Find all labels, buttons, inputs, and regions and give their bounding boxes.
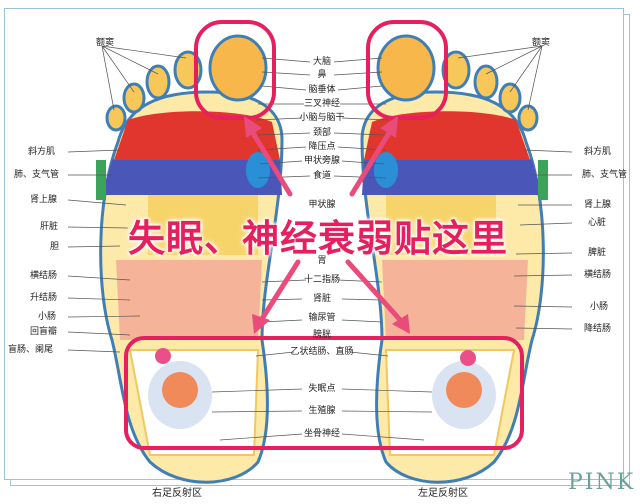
left-toe-4 xyxy=(498,82,522,114)
watermark: PINK xyxy=(568,470,636,495)
label-lung-left: 肺、支气管 xyxy=(14,170,60,180)
left-toe-highlight xyxy=(366,20,448,120)
right-green-strip xyxy=(96,160,106,200)
right-intestine-zone xyxy=(116,260,262,340)
label-cecum-appendix: 盲肠、阑尾 xyxy=(8,345,54,355)
label-parathyroid: 甲状旁腺 xyxy=(303,156,341,166)
left-big-toe xyxy=(376,34,436,102)
right-yellow-zone xyxy=(148,195,258,255)
left-heel-inner xyxy=(446,372,482,408)
label-sciatic: 坐骨神经 xyxy=(303,429,341,439)
right-heel-inner xyxy=(162,372,198,408)
footer-left-foot: 左足反射区 xyxy=(418,488,468,499)
label-kidney: 肾脏 xyxy=(312,294,332,304)
left-blue-blob xyxy=(374,152,398,188)
label-insomnia-point: 失眠点 xyxy=(308,384,336,394)
label-duodenum: 十二指肠 xyxy=(303,275,341,285)
label-adrenal-left: 肾上腺 xyxy=(30,195,58,205)
label-heart: 心脏 xyxy=(588,218,607,228)
heel-highlight xyxy=(124,336,524,450)
right-blue-blob xyxy=(246,152,270,188)
pointer-arrows xyxy=(244,116,410,334)
left-toe-3 xyxy=(473,64,499,100)
label-brain: 大脑 xyxy=(312,57,332,67)
label-thyroid: 甲状腺 xyxy=(308,200,336,210)
main-title: 失眠、神经衰弱贴这里 xyxy=(128,217,508,260)
right-foot-drawing xyxy=(96,34,284,484)
left-green-strip xyxy=(538,160,548,200)
right-dot-pink xyxy=(155,348,171,364)
label-trigeminal: 三叉神经 xyxy=(303,99,341,109)
label-ascending-colon: 升结肠 xyxy=(30,293,58,303)
footer-right-foot: 右足反射区 xyxy=(152,488,202,499)
label-lung-right: 肺、支气管 xyxy=(582,170,628,180)
left-yellow-zone xyxy=(386,195,496,255)
label-small-intestine-right: 小肠 xyxy=(590,302,609,312)
label-trapezius-right: 斜方肌 xyxy=(584,147,612,157)
right-toe-3 xyxy=(145,64,171,100)
label-spleen: 脾脏 xyxy=(588,248,607,258)
leader-lines xyxy=(67,45,573,441)
label-nose: 鼻 xyxy=(317,70,327,80)
label-gallbladder: 胆 xyxy=(50,242,60,252)
label-descending-colon: 降结肠 xyxy=(584,324,612,334)
label-transverse-colon-right: 横结肠 xyxy=(584,270,612,280)
label-sinus-left: 额窦 xyxy=(96,38,115,48)
label-ileocecal: 回盲瓣 xyxy=(30,327,58,337)
label-trapezius-left: 斜方肌 xyxy=(28,147,56,157)
label-stomach: 胃 xyxy=(317,256,327,266)
label-bp-point: 降压点 xyxy=(308,142,336,152)
right-toe-highlight xyxy=(194,20,276,120)
right-toe-5 xyxy=(105,104,127,132)
label-bladder: 膀胱 xyxy=(312,330,332,340)
right-big-toe xyxy=(208,34,268,102)
label-small-intestine-left: 小肠 xyxy=(38,312,57,322)
label-gonad: 生殖腺 xyxy=(308,406,336,416)
left-toe-5 xyxy=(517,104,539,132)
label-cerebellum: 小脑与脑干 xyxy=(299,113,345,123)
label-neck: 颈部 xyxy=(312,128,332,138)
label-pituitary: 脑垂体 xyxy=(308,85,336,95)
label-ureter: 输尿管 xyxy=(308,313,336,323)
left-red-band xyxy=(364,111,530,160)
label-esophagus: 食道 xyxy=(312,171,332,181)
right-upper-band xyxy=(102,152,282,195)
label-adrenal-right: 肾上腺 xyxy=(584,200,612,210)
left-upper-band xyxy=(362,152,542,195)
label-sigmoid-rectum: 乙状结肠、直肠 xyxy=(290,347,354,357)
label-sinus-right: 额窦 xyxy=(532,38,551,48)
left-toe-2 xyxy=(441,50,471,90)
left-foot-drawing xyxy=(360,34,548,484)
label-transverse-colon-left: 横结肠 xyxy=(30,271,58,281)
label-liver: 肝脏 xyxy=(40,222,59,232)
right-toe-4 xyxy=(122,82,146,114)
left-intestine-zone xyxy=(382,260,528,340)
right-red-band xyxy=(114,111,280,160)
left-dot-pink xyxy=(460,350,476,366)
